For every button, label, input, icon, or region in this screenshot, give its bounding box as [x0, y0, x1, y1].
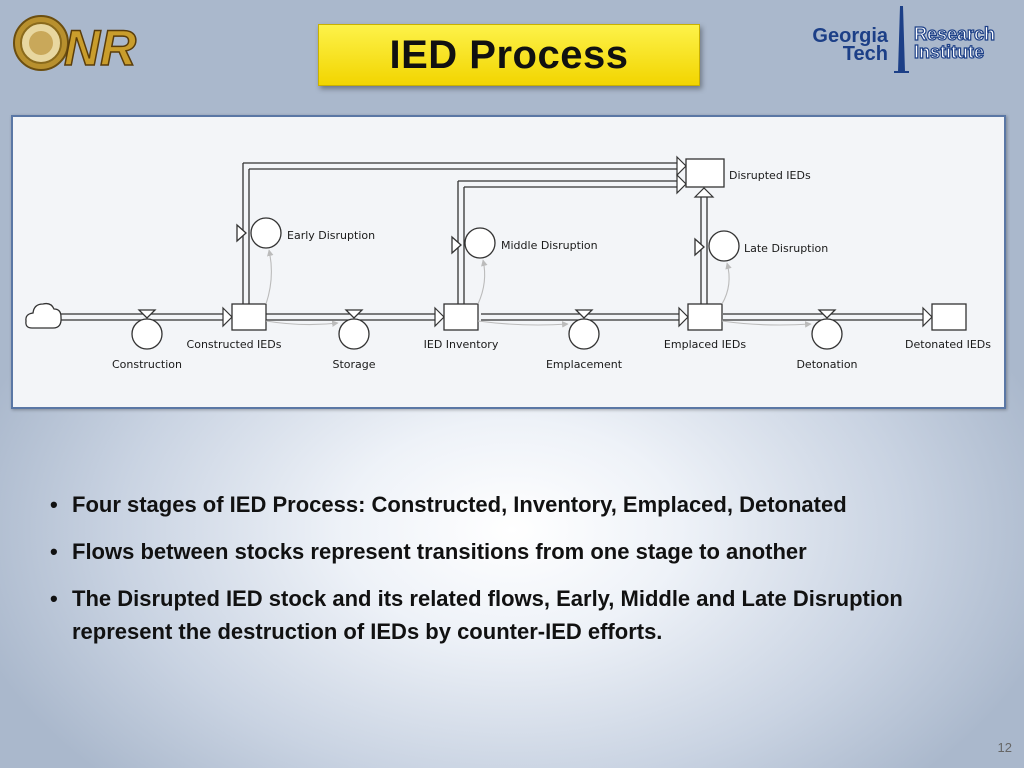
flow-storage-valve	[338, 318, 370, 350]
label-late-disruption: Late Disruption	[744, 242, 828, 255]
page-number: 12	[997, 740, 1012, 755]
bullet-icon: •	[50, 492, 58, 517]
svg-text:Research: Research	[914, 24, 995, 44]
label-early-disruption: Early Disruption	[287, 229, 375, 242]
label-constructed-ieds: Constructed IEDs	[187, 338, 282, 351]
stock-constructed-ieds	[231, 303, 267, 331]
svg-text:Tech: Tech	[843, 43, 888, 65]
label-disrupted-ieds: Disrupted IEDs	[729, 169, 811, 182]
bullet-icon: •	[50, 539, 58, 564]
title-banner: IED Process	[318, 24, 700, 86]
onr-letters: NR	[64, 20, 136, 74]
label-ied-inventory: IED Inventory	[424, 338, 499, 351]
label-emplaced-ieds: Emplaced IEDs	[664, 338, 746, 351]
bullet-item: •Flows between stocks represent transiti…	[50, 535, 970, 568]
bullet-item: •The Disrupted IED stock and its related…	[50, 582, 970, 648]
bullet-icon: •	[50, 586, 58, 611]
stock-detonated-ieds	[931, 303, 967, 331]
onr-logo: NR	[13, 15, 137, 74]
stock-flow-diagram: Construction Storage Emplacement Detonat…	[11, 115, 1006, 409]
svg-text:Georgia: Georgia	[812, 25, 888, 47]
flow-construction-valve	[131, 318, 163, 350]
stock-emplaced-ieds	[687, 303, 723, 331]
label-storage: Storage	[332, 358, 375, 371]
stock-disrupted-ieds	[685, 158, 725, 188]
source-cloud-icon	[25, 302, 62, 329]
gtri-spire-icon	[898, 6, 905, 72]
stock-ied-inventory	[443, 303, 479, 331]
label-detonated-ieds: Detonated IEDs	[905, 338, 991, 351]
flow-middle-disruption-valve	[464, 227, 496, 259]
flow-emplacement-valve	[568, 318, 600, 350]
flow-late-disruption-valve	[708, 230, 740, 262]
svg-text:Institute: Institute	[914, 42, 984, 62]
label-detonation: Detonation	[796, 358, 857, 371]
main-flow-pipe	[59, 313, 923, 321]
flow-early-disruption-valve	[250, 217, 282, 249]
bullet-item: •Four stages of IED Process: Constructed…	[50, 488, 970, 521]
page-title: IED Process	[389, 32, 629, 77]
flow-detonation-valve	[811, 318, 843, 350]
label-middle-disruption: Middle Disruption	[501, 239, 598, 252]
label-emplacement: Emplacement	[546, 358, 623, 371]
label-construction: Construction	[112, 358, 182, 371]
gtri-logo: Georgia Tech Research Institute	[812, 6, 996, 73]
bullet-list: •Four stages of IED Process: Constructed…	[50, 488, 970, 662]
